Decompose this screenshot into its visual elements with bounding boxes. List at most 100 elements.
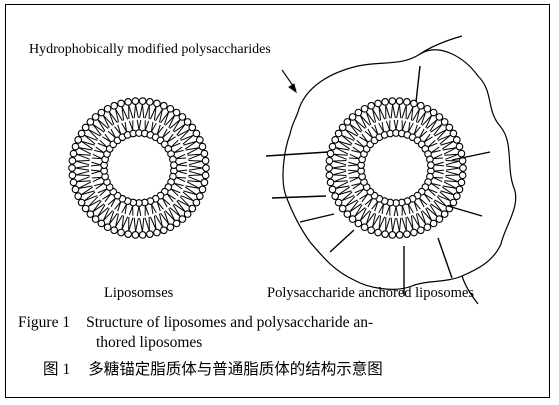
- lipid-head: [72, 143, 79, 150]
- lipid-tail: [446, 171, 459, 175]
- lipid-tail: [111, 198, 116, 207]
- lipid-tail: [84, 135, 97, 140]
- lipid-head: [326, 165, 333, 172]
- lipid-tail: [365, 131, 372, 138]
- lipid-tail: [386, 121, 389, 130]
- lipid-tail: [142, 218, 143, 232]
- lipid-head: [454, 193, 461, 200]
- lipid-tail: [145, 121, 148, 130]
- lipid-head: [430, 109, 437, 116]
- lipid-head: [424, 106, 431, 113]
- lipid-head: [147, 99, 154, 106]
- lipid-tail: [424, 194, 432, 199]
- lipid-head: [326, 157, 333, 164]
- lipid-tail: [111, 129, 116, 138]
- lipid-tail: [177, 165, 187, 166]
- lipid-head: [199, 186, 206, 193]
- lipid-head: [154, 229, 161, 236]
- lipid-head: [197, 137, 204, 144]
- lipid-tail: [91, 171, 101, 174]
- lipid-head: [132, 98, 139, 105]
- lipid-tail: [189, 161, 202, 165]
- caption-text-line1: Structure of liposomes and polysaccharid…: [86, 314, 373, 331]
- lipid-tail: [362, 194, 368, 202]
- lipid-head: [428, 162, 435, 169]
- lipid-tail: [434, 165, 444, 166]
- lipid-tail: [84, 196, 97, 201]
- lipid-tail: [137, 206, 139, 216]
- caption-text-line2: thored liposomes: [96, 334, 202, 352]
- lipid-tail: [438, 135, 451, 140]
- lipid-tail: [177, 171, 187, 174]
- lipid-tail: [426, 208, 432, 221]
- lipid-tail: [396, 120, 398, 130]
- lipid-tail: [397, 104, 400, 118]
- lipid-head: [361, 224, 368, 231]
- lipid-tail: [386, 206, 389, 215]
- lipid-tail: [341, 196, 354, 201]
- lipid-tail: [136, 218, 139, 232]
- arrow-head: [289, 84, 296, 92]
- lipid-head: [329, 186, 336, 193]
- lipid-head: [70, 150, 77, 157]
- lipid-head: [389, 98, 396, 105]
- lipid-tail: [434, 162, 444, 165]
- lipid-head: [355, 109, 362, 116]
- lipid-tail: [348, 171, 358, 174]
- lipid-tail: [91, 162, 101, 165]
- lipid-tail: [393, 104, 396, 118]
- lipid-head: [456, 143, 463, 150]
- lipid-head: [78, 199, 85, 206]
- lipid-head: [70, 179, 77, 186]
- lipid-head: [147, 231, 154, 238]
- lipid-tail: [332, 168, 346, 170]
- lipid-tail: [103, 115, 109, 128]
- polysaccharide-annotation: Hydrophobically modified polysaccharides: [29, 42, 271, 58]
- lipid-tail: [140, 218, 143, 232]
- lipid-tail: [129, 218, 133, 231]
- lipid-tail: [348, 162, 358, 165]
- lipid-tail: [368, 198, 373, 207]
- lipid-head: [436, 216, 443, 223]
- lipid-head: [69, 165, 76, 172]
- lipid-tail: [424, 194, 430, 202]
- lipid-head: [125, 99, 132, 106]
- lipid-head: [396, 98, 403, 105]
- lipid-head: [104, 106, 111, 113]
- lipid-head: [78, 130, 85, 137]
- lipid-head: [167, 224, 174, 231]
- lipid-tail: [399, 104, 400, 118]
- lipid-tail: [140, 104, 143, 118]
- lipid-head: [382, 231, 389, 238]
- lipid-tail: [163, 129, 168, 138]
- caption-zh-prefix: 图: [43, 361, 59, 378]
- lipid-head: [382, 99, 389, 106]
- anchor-chain: [416, 66, 420, 102]
- lipid-head: [87, 119, 94, 126]
- lipid-head: [361, 106, 368, 113]
- lipid-tail: [134, 218, 135, 232]
- lipid-tail: [181, 135, 194, 140]
- lipid-tail: [108, 198, 115, 205]
- lipid-tail: [139, 206, 141, 216]
- lipid-tail: [167, 137, 175, 142]
- lipid-head: [69, 172, 76, 179]
- lipid-head: [125, 231, 132, 238]
- lipid-tail: [105, 134, 111, 142]
- lipid-tail: [139, 120, 141, 130]
- lipid-head: [460, 165, 467, 172]
- lipid-head: [344, 211, 351, 218]
- lipid-head: [344, 119, 351, 126]
- lipid-tail: [333, 161, 347, 162]
- lipid-tail: [446, 166, 460, 168]
- anchor-chain: [266, 152, 328, 156]
- lipid-head: [197, 193, 204, 200]
- lipid-head: [349, 216, 356, 223]
- lipid-tail: [129, 121, 132, 130]
- lipid-head: [327, 150, 334, 157]
- lipid-head: [201, 179, 208, 186]
- lipid-tail: [176, 177, 186, 178]
- figure-caption-en: Figure 1Structure of liposomes and polys…: [18, 314, 373, 332]
- lipid-head: [203, 165, 210, 172]
